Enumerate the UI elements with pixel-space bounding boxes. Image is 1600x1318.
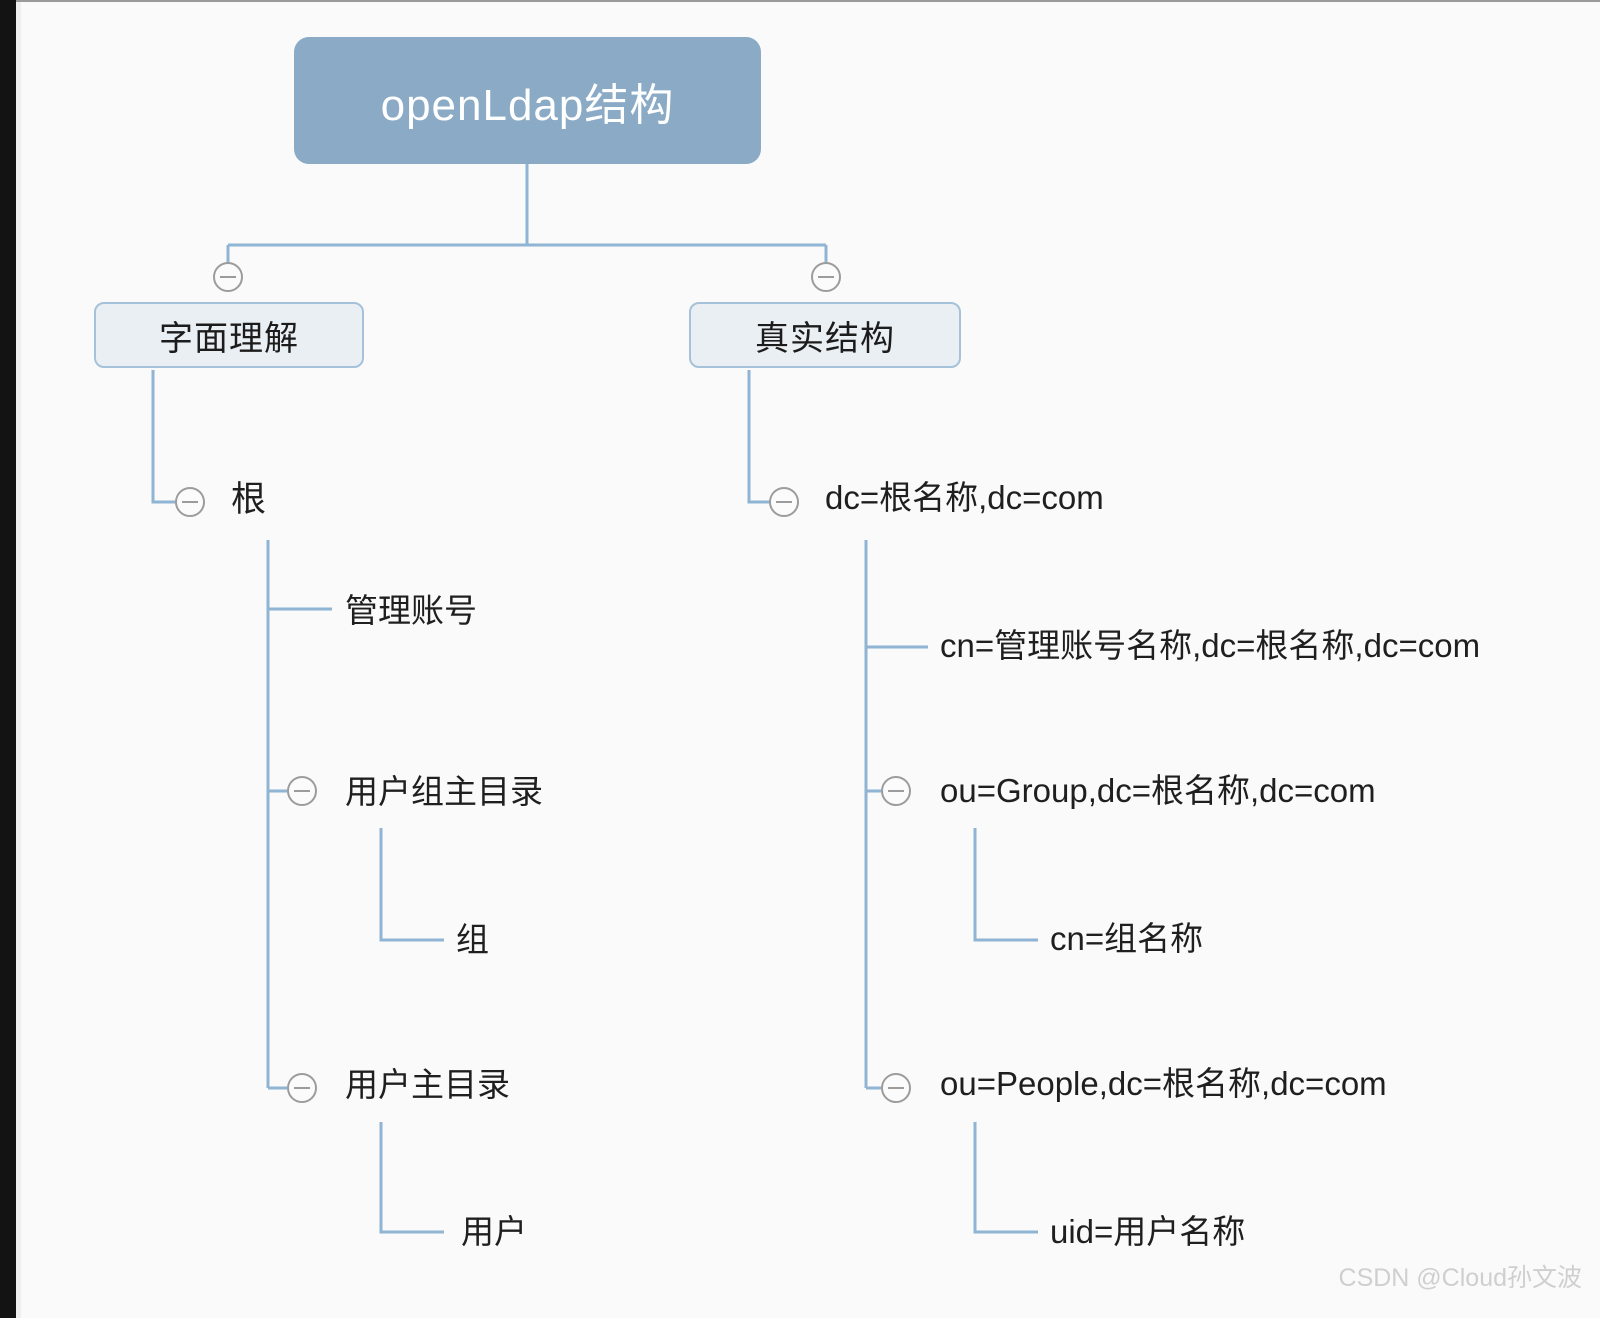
collapse-minus-icon-root-cn[interactable] (175, 487, 205, 517)
top-divider-rule (16, 0, 1600, 2)
left-edge-fade (16, 2, 21, 1318)
node-label-user[interactable]: 用户 (461, 1213, 527, 1250)
link-left-user-leaf (379, 1122, 444, 1234)
node-label-root-cn[interactable]: 根 (231, 480, 267, 519)
link-left-group-leaf (379, 828, 444, 942)
collapse-minus-icon-ou-people[interactable] (881, 1073, 911, 1103)
link-right-group-leaf (973, 828, 1038, 942)
node-label-dc-root[interactable]: dc=根名称,dc=com (825, 479, 1104, 516)
collapse-minus-icon-ou-group[interactable] (881, 776, 911, 806)
root-node-label: openLdap结构 (380, 80, 675, 130)
branch-node-real[interactable]: 真实结构 (689, 302, 961, 368)
link-right-user-leaf (973, 1122, 1038, 1234)
node-label-ou-people[interactable]: ou=People,dc=根名称,dc=com (940, 1065, 1387, 1102)
node-label-uid-user[interactable]: uid=用户名称 (1050, 1213, 1246, 1250)
node-label-admin-account[interactable]: 管理账号 (345, 592, 477, 629)
node-label-group[interactable]: 组 (456, 921, 489, 958)
collapse-minus-icon-literal[interactable] (213, 262, 243, 292)
node-label-ou-group[interactable]: ou=Group,dc=根名称,dc=com (940, 772, 1376, 809)
node-label-cn-admin[interactable]: cn=管理账号名称,dc=根名称,dc=com (940, 627, 1481, 664)
branch-node-real-label: 真实结构 (755, 319, 895, 358)
csdn-watermark: CSDN @Cloud孙文波 (1338, 1264, 1582, 1292)
node-label-group-dir[interactable]: 用户组主目录 (345, 773, 543, 810)
node-label-user-dir[interactable]: 用户主目录 (345, 1066, 510, 1103)
collapse-minus-icon-user-dir[interactable] (287, 1073, 317, 1103)
collapse-minus-icon-dc-root[interactable] (769, 487, 799, 517)
node-label-cn-group[interactable]: cn=组名称 (1050, 920, 1204, 957)
branch-node-literal[interactable]: 字面理解 (94, 302, 364, 368)
left-gutter-strip (0, 0, 16, 1318)
collapse-minus-icon-group-dir[interactable] (287, 776, 317, 806)
link-real-to-dcroot (747, 370, 770, 504)
collapse-minus-icon-real[interactable] (811, 262, 841, 292)
root-node[interactable]: openLdap结构 (295, 38, 760, 163)
branch-node-literal-label: 字面理解 (159, 319, 299, 358)
link-literal-to-root (151, 370, 176, 504)
